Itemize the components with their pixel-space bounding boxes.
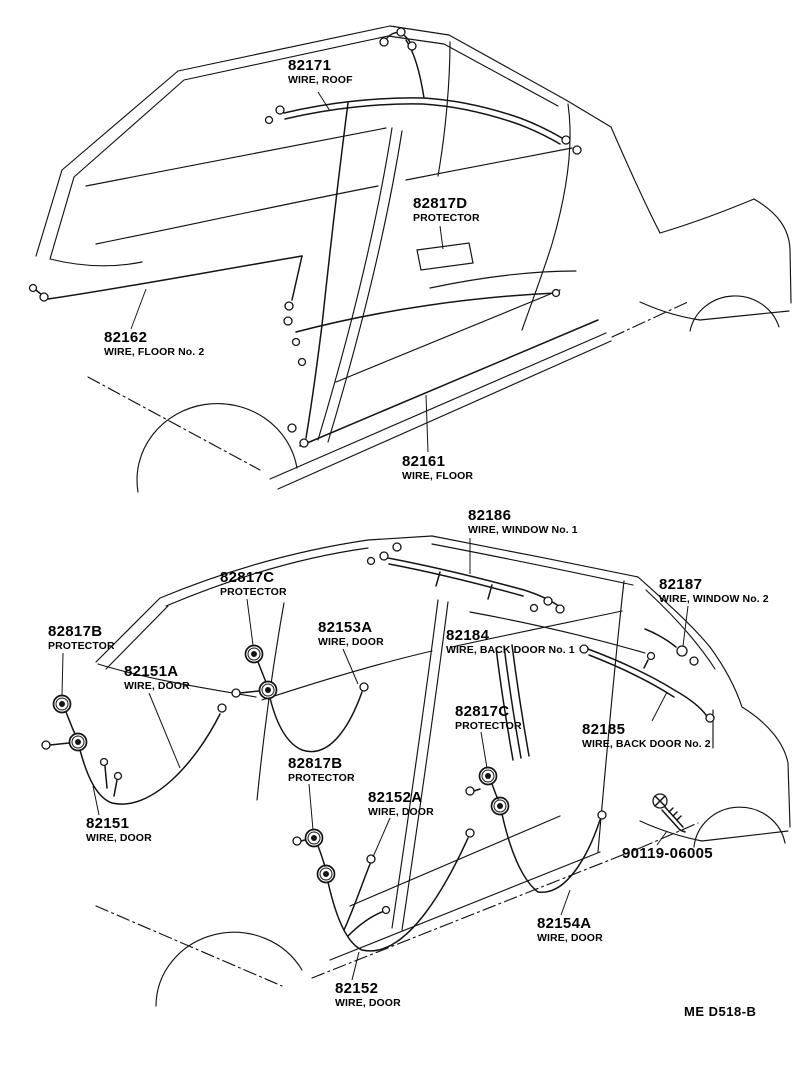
part-number: 82186: [468, 507, 512, 524]
part-number: 82817B: [48, 623, 103, 640]
part-description: PROTECTOR: [455, 720, 522, 733]
part-label-wire-window-2: 82187 WIRE, WINDOW No. 2: [659, 576, 769, 606]
part-label-wire-back-door-1: 82184 WIRE, BACK DOOR No. 1: [446, 627, 575, 657]
part-number: 82187: [659, 576, 703, 593]
part-label-wire-floor-2: 82162 WIRE, FLOOR No. 2: [104, 329, 205, 359]
part-description: WIRE, FLOOR No. 2: [104, 346, 205, 359]
part-label-protector-c2: 82817C PROTECTOR: [455, 703, 522, 733]
part-number: 82152A: [368, 789, 423, 806]
part-label-protector-b1: 82817B PROTECTOR: [48, 623, 115, 653]
part-description: WIRE, DOOR: [368, 806, 434, 819]
part-number: 82154A: [537, 915, 592, 932]
part-number: 82184: [446, 627, 490, 644]
part-label-wire-door-153a: 82153A WIRE, DOOR: [318, 619, 384, 649]
part-description: WIRE, DOOR: [86, 832, 152, 845]
upper-harness-lines: [35, 31, 599, 447]
grommet: [316, 864, 336, 884]
upper-car-body-outline: [35, 25, 792, 493]
part-label-wire-roof: 82171 WIRE, ROOF: [288, 57, 353, 87]
part-label-wire-door-151: 82151 WIRE, DOOR: [86, 815, 152, 845]
part-label-wire-door-154a: 82154A WIRE, DOOR: [537, 915, 603, 945]
window-wire-2-connector: [676, 645, 688, 657]
part-label-protector-c1: 82817C PROTECTOR: [220, 569, 287, 599]
part-number: 82162: [104, 329, 148, 346]
part-description: PROTECTOR: [220, 586, 287, 599]
leader-lines: [61, 91, 689, 981]
protector-d-plate: [416, 242, 474, 271]
part-description: PROTECTOR: [48, 640, 115, 653]
part-number: 82817B: [288, 755, 343, 772]
bolt-icon: [652, 793, 686, 833]
grommet: [52, 694, 72, 714]
part-number: 82817C: [220, 569, 275, 586]
part-number: 82151A: [124, 663, 179, 680]
part-description: WIRE, DOOR: [124, 680, 190, 693]
part-label-wire-floor: 82161 WIRE, FLOOR: [402, 453, 474, 483]
part-description: WIRE, WINDOW No. 1: [468, 524, 578, 537]
part-description: PROTECTOR: [413, 212, 480, 225]
part-number: 82161: [402, 453, 446, 470]
part-number: 82153A: [318, 619, 373, 636]
door-wire-assembly-82151: [41, 694, 227, 805]
lower-harness-lines: [387, 557, 707, 761]
part-description: WIRE, ROOF: [288, 74, 353, 87]
part-label-bolt: 90119-06005: [622, 845, 713, 862]
part-label-wire-door-152: 82152 WIRE, DOOR: [335, 980, 401, 1010]
lower-harness-connectors: [366, 542, 715, 723]
lower-car-body-outline: [95, 535, 791, 1007]
part-label-wire-door-151a: 82151A WIRE, DOOR: [124, 663, 190, 693]
part-description: WIRE, DOOR: [318, 636, 384, 649]
part-description: WIRE, FLOOR: [402, 470, 474, 483]
part-number: 82151: [86, 815, 130, 832]
part-label-protector-d: 82817D PROTECTOR: [413, 195, 480, 225]
grommet: [244, 644, 264, 664]
door-wire-assembly-82153a: [231, 644, 369, 753]
grommet: [258, 680, 278, 700]
part-number: 82817D: [413, 195, 468, 212]
part-label-protector-b2: 82817B PROTECTOR: [288, 755, 355, 785]
part-description: WIRE, DOOR: [335, 997, 401, 1010]
figure-code: ME D518-B: [684, 1004, 757, 1019]
part-number: 82185: [582, 721, 626, 738]
part-description: PROTECTOR: [288, 772, 355, 785]
part-label-wire-window-1: 82186 WIRE, WINDOW No. 1: [468, 507, 578, 537]
grommet: [68, 732, 88, 752]
part-description: WIRE, DOOR: [537, 932, 603, 945]
part-number: 82171: [288, 57, 332, 74]
part-label-wire-door-152a: 82152A WIRE, DOOR: [368, 789, 434, 819]
part-number: 90119-06005: [622, 845, 713, 862]
part-number: 82152: [335, 980, 379, 997]
part-description: WIRE, BACK DOOR No. 2: [582, 738, 711, 751]
part-description: WIRE, BACK DOOR No. 1: [446, 644, 575, 657]
upper-harness-connectors: [28, 27, 582, 448]
part-description: WIRE, WINDOW No. 2: [659, 593, 769, 606]
door-wire-assembly-82154a: [465, 766, 607, 893]
grommet: [490, 796, 510, 816]
part-label-wire-back-door-2: 82185 WIRE, BACK DOOR No. 2: [582, 721, 711, 751]
part-number: 82817C: [455, 703, 510, 720]
door-wire-assembly-82152: [292, 828, 475, 952]
grommet: [478, 766, 498, 786]
grommet: [304, 828, 324, 848]
